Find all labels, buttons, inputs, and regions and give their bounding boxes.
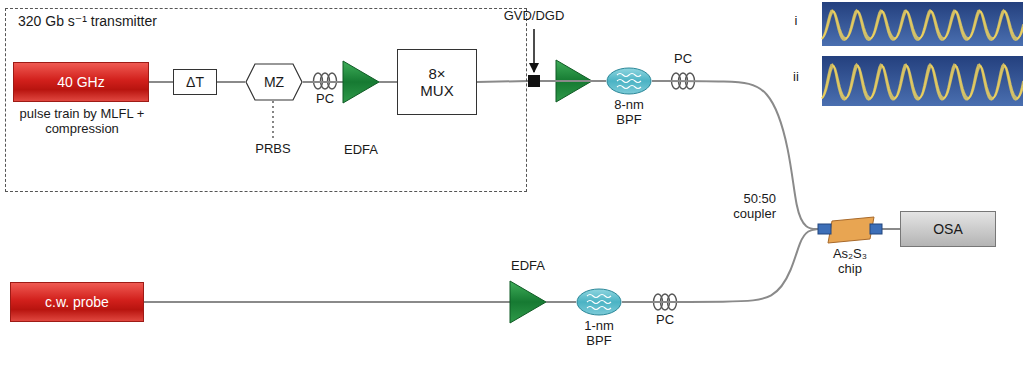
node-label: 40 GHz: [57, 74, 104, 90]
node-label: MZ: [264, 74, 284, 90]
node-label: ΔT: [186, 74, 204, 90]
bandpass-filter: 8-nm BPF: [606, 67, 652, 95]
transmitter-group: 40 GHzpulse train by MLFL + compressionΔ…: [5, 8, 527, 192]
node-label: 320 Gb s⁻¹ transmitter: [18, 13, 258, 29]
chalcogenide-chip: As₂S₃ chip: [818, 213, 882, 245]
eye-trace: [822, 64, 1023, 100]
multiplexer-box: 8× MUX: [397, 49, 477, 115]
spectrum-analyzer: OSA: [900, 211, 996, 247]
amplifier-triangle: EDFA: [510, 281, 546, 323]
eye-trace: [822, 10, 1023, 40]
node-label: EDFA: [498, 259, 558, 274]
node-label: 1-nm BPF: [568, 319, 630, 349]
tri-outline: [510, 281, 546, 323]
fiber-link: [149, 81, 173, 83]
delay-box: ΔT: [173, 69, 217, 95]
panel-label: i: [788, 14, 804, 29]
drive-line: [272, 101, 273, 139]
amplifier-triangle: EDFA: [343, 61, 379, 103]
node-label: As₂S₃ chip: [822, 247, 878, 277]
fiber-link: [379, 81, 397, 83]
eye-trace: [822, 11, 1023, 39]
pointer-arrow: [533, 29, 535, 72]
bandpass-filter: 1-nm BPF: [576, 288, 622, 316]
pc-label: PC: [310, 92, 340, 107]
chip-outline: [818, 213, 882, 245]
modulator-hexagon: MZ: [245, 63, 303, 101]
fiber-link: [303, 81, 343, 83]
fiber-link: [546, 301, 576, 303]
node-label: c.w. probe: [45, 294, 109, 310]
filter-outline: [576, 288, 622, 316]
pc-label: PC: [650, 313, 680, 328]
panel-label: ii: [786, 70, 806, 85]
coupler-label: 50:50 coupler: [722, 192, 776, 222]
fiber-link: [622, 229, 818, 302]
fiber-link: [540, 80, 606, 82]
eye-trace: [822, 65, 1023, 99]
eye-trace: [822, 66, 1023, 98]
dispersion-element: GVD/DGD: [528, 75, 540, 87]
laser-source: 40 GHzpulse train by MLFL + compression: [13, 62, 149, 102]
signal-label: PRBS: [248, 142, 298, 157]
fiber-link: [477, 81, 528, 82]
pc-label: PC: [668, 52, 698, 67]
node-label: GVD/DGD: [494, 9, 574, 24]
eye-trace: [822, 11, 1023, 38]
node-note: pulse train by MLFL + compression: [2, 107, 162, 137]
tri-outline: [343, 61, 379, 103]
fiber-link: [144, 301, 510, 303]
eye-traces: [822, 10, 1023, 100]
filter-outline: [606, 67, 652, 95]
node-label: 8-nm BPF: [598, 98, 660, 128]
node-label: EDFA: [331, 143, 391, 158]
eye-diagram: [822, 2, 1023, 46]
fiber-link: [882, 228, 900, 230]
eye-diagram: [822, 56, 1023, 106]
node-label: 8× MUX: [416, 65, 458, 100]
probe-laser: c.w. probe: [10, 282, 144, 322]
fiber-link: [652, 81, 818, 229]
node-label: OSA: [933, 221, 963, 237]
fiber-link: [217, 81, 245, 83]
